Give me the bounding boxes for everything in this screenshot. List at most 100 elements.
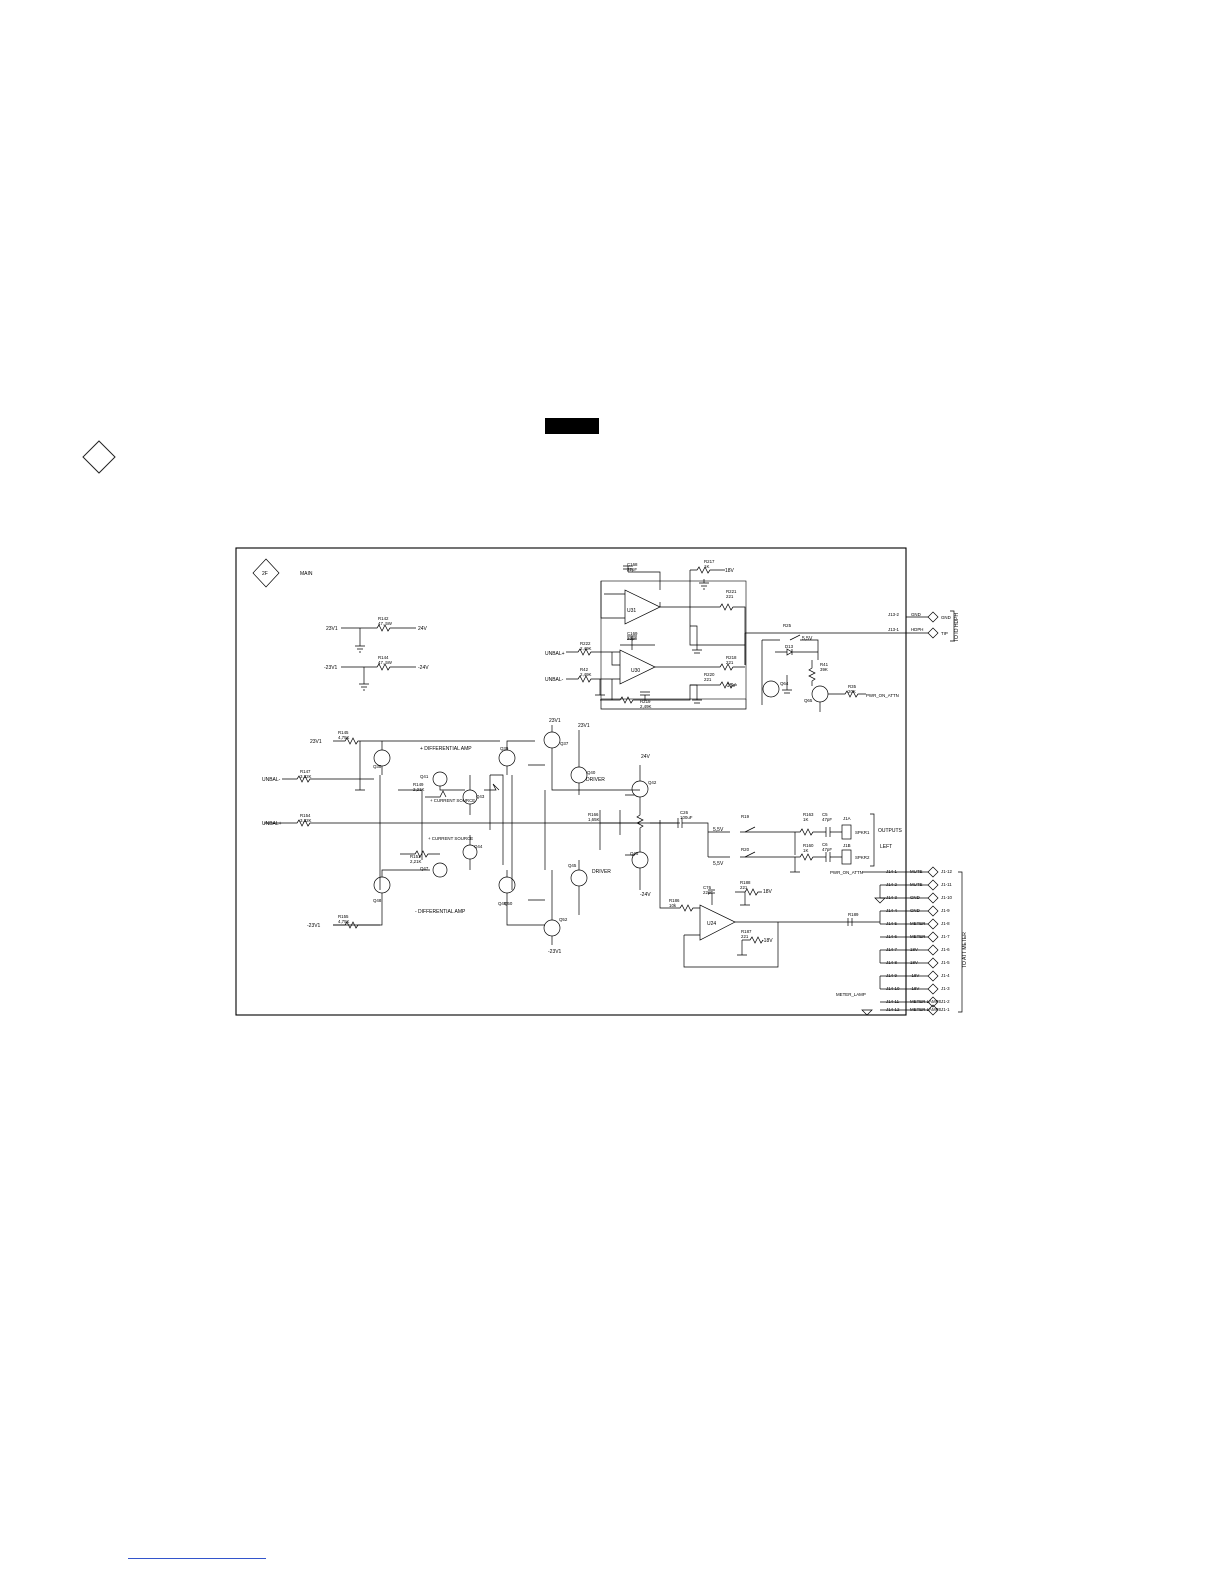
component-value-c168: 22pF — [627, 567, 637, 572]
component-ref-q38: Q38 — [373, 764, 382, 769]
component-ref-q64: Q64 — [780, 681, 789, 686]
meter-pin-8: J14-8 — [886, 960, 898, 965]
sheet-badge-icon — [252, 558, 280, 588]
component-value-c26: 100uF — [680, 815, 693, 820]
component-value-c76: 22pF — [703, 890, 713, 895]
component-value-r186: 10k — [669, 903, 677, 908]
component-ref-r187: R187 — [741, 929, 752, 934]
meter-ref-8: J1-5 — [941, 960, 950, 965]
supply-23v1-b: 23V1 — [310, 739, 322, 745]
component-ref-r145: R145 — [338, 730, 349, 735]
component-ref-q48: Q48 — [373, 898, 382, 903]
opamp-u30-label: U30 — [631, 668, 640, 674]
component-ref-r149: R149 — [413, 782, 424, 787]
component-ref-r35: R35 — [848, 684, 857, 689]
component-value-r188: 221 — [740, 885, 748, 890]
sheet-title: MAIN — [300, 571, 313, 577]
meter-pin-10: J14-10 — [886, 986, 900, 991]
supply-23v1-d: 23V1 — [578, 723, 590, 729]
meter-pin-3: J14-3 — [886, 895, 898, 900]
meter-label-8: 18V — [910, 960, 918, 965]
supply-m23v1-b: -23V1 — [307, 923, 321, 929]
meter-label-1: MUTE — [910, 869, 923, 874]
component-ref-r142: R142 — [378, 616, 389, 621]
component-ref-q50: Q50 — [504, 901, 513, 906]
input-label-unbal-minus-1: UNBAL- — [545, 677, 564, 683]
meter-pin-12: J14-12 — [886, 1007, 900, 1012]
meter-pin-7: J14-7 — [886, 947, 898, 952]
hdph-pad-1: GND — [941, 615, 951, 620]
hdph-pin-2: J13-1 — [888, 627, 900, 632]
component-ref-r218: R218 — [726, 655, 737, 660]
footer-rule — [128, 1558, 266, 1559]
component-ref-q42: Q42 — [648, 780, 657, 785]
component-ref-q39: Q39 — [500, 746, 509, 751]
stage-driver-1: DRIVER — [586, 777, 605, 783]
component-ref-r222: R222 — [580, 641, 591, 646]
hdph-label-1: GND — [911, 612, 921, 617]
component-ref-r166: R166 — [588, 812, 599, 817]
meter-label-7: 18V — [910, 947, 918, 952]
component-value-r160: 1K — [803, 848, 808, 853]
hdph-pad-2: TIP — [941, 631, 948, 636]
meter-ref-4: J1-9 — [941, 908, 950, 913]
supply-m23v1-a: -23V1 — [324, 665, 338, 671]
component-value-r35: 20K — [848, 689, 856, 694]
supply-23v1-a: 23V1 — [326, 626, 338, 632]
component-value-r219: 2,49K — [640, 704, 652, 709]
supply-5v-a: 5,5V — [802, 636, 813, 642]
component-value-c169: 22pF — [627, 636, 637, 641]
supply-m24v-a: -24V — [418, 665, 429, 671]
input-label-unbal-plus-2: UNBAL+ — [262, 821, 282, 827]
spkr-label-2: SPKR2 — [855, 855, 870, 860]
component-ref-r188: R188 — [740, 880, 751, 885]
component-value-r222: 2,49K — [580, 646, 592, 651]
supply-18v-b: 18V — [763, 889, 773, 895]
input-label-unbal-minus-2: UNBAL- — [262, 777, 281, 783]
redaction-tab — [545, 418, 599, 434]
component-value-r155: 4,75K — [338, 919, 350, 924]
component-ref-c6: C6 — [822, 842, 828, 847]
component-ref-r151: R151 — [410, 854, 421, 859]
component-ref-r155: R155 — [338, 914, 349, 919]
meter-ref-12: J1-1 — [941, 1007, 950, 1012]
hdph-pin-1: J13-2 — [888, 612, 900, 617]
component-value-r217: 1K — [704, 564, 709, 569]
meter-pin-11: J14-11 — [886, 999, 900, 1004]
net-pwr-on-attn-1: PWR_ON_ATTN — [866, 693, 899, 698]
meter-pin-1: J14-1 — [886, 869, 898, 874]
component-ref-q41: Q41 — [420, 774, 429, 779]
component-value-r218: 221 — [726, 660, 734, 665]
component-value-r41: 39K — [820, 667, 828, 672]
component-value-r221: 221 — [726, 594, 734, 599]
component-ref-c168: C168 — [627, 562, 638, 567]
meter-label-9: -18V — [910, 973, 919, 978]
meter-ref-9: J1-4 — [941, 973, 950, 978]
component-ref-c5: C5 — [822, 812, 828, 817]
component-ref-d13: D13 — [785, 644, 794, 649]
component-value-r187: 221 — [741, 934, 749, 939]
meter-pin-2: J14-2 — [886, 882, 898, 887]
sheet-badge-text: 2F — [262, 571, 268, 577]
component-value-r166: 1,65K — [588, 817, 600, 822]
meter-label-2: MUTE — [910, 882, 923, 887]
meter-label-4: GND — [910, 908, 920, 913]
meter-label-11: METER LAMPS — [910, 999, 942, 1004]
component-ref-q44: Q44 — [474, 844, 483, 849]
component-value-r151: 2,21K — [410, 859, 422, 864]
component-ref-r221: R221 — [726, 589, 737, 594]
supply-5v-b: 5,5V — [713, 827, 724, 833]
component-ref-q43: Q43 — [476, 794, 485, 799]
component-ref-r42: R42 — [580, 667, 589, 672]
stage-left: LEFT — [880, 844, 892, 850]
component-ref-q65: Q65 — [804, 698, 813, 703]
component-ref-r41: R41 — [820, 662, 829, 667]
component-ref-r144: R144 — [378, 655, 389, 660]
component-ref-r217: R217 — [704, 559, 715, 564]
meter-label-3: GND — [910, 895, 920, 900]
component-ref-r19: R19 — [741, 814, 750, 819]
component-ref-r220: R220 — [704, 672, 715, 677]
component-value-c6: 47pF — [822, 847, 832, 852]
component-ref-r154: R154 — [300, 813, 311, 818]
